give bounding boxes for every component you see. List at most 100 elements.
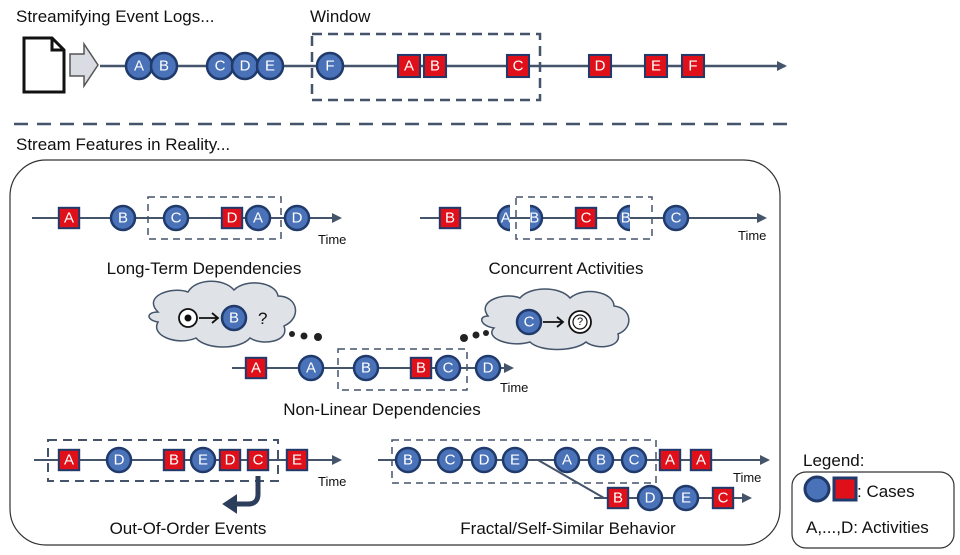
concurrent-event-2: A <box>496 204 511 232</box>
main-event-8-label: B <box>430 58 440 75</box>
non-linear-window <box>337 348 468 391</box>
out-of-order-event-5-label: D <box>225 452 236 469</box>
fractal-caption: Fractal/Self-Similar Behavior <box>460 519 676 538</box>
main-event-10: D <box>587 53 613 79</box>
fractal-top-event-2-label: C <box>445 452 456 469</box>
main-event-6-label: F <box>325 58 334 75</box>
fractal-branch-event-4: C <box>711 486 735 510</box>
fractal-top-event-9: A <box>689 448 713 472</box>
legend-circle-icon <box>803 475 831 503</box>
main-event-1: A <box>124 51 154 81</box>
fractal-branch-event-2: D <box>636 484 664 512</box>
cloud-right-event-label: C <box>524 314 535 331</box>
non-linear-event-3-label: B <box>361 360 371 377</box>
fractal-top-event-4: E <box>501 446 529 474</box>
window-label: Window <box>310 7 371 26</box>
stream-arrow-icon <box>69 41 99 89</box>
cloud-left-event: B <box>220 304 248 332</box>
long-term-event-5-label: A <box>253 210 263 227</box>
fractal-top-event-1: B <box>394 446 422 474</box>
fractal-branch-event-1: B <box>606 486 630 510</box>
main-event-11: E <box>643 53 669 79</box>
concurrent-caption: Concurrent Activities <box>489 259 644 278</box>
main-event-2: B <box>149 51 179 81</box>
non-linear-event-6: D <box>474 354 502 382</box>
legend-square-icon <box>832 476 858 502</box>
concurrent-window <box>515 196 653 240</box>
main-event-5: E <box>255 51 285 81</box>
main-event-3: C <box>205 51 235 81</box>
concurrent-event-4: C <box>574 206 598 230</box>
main-event-1-label: A <box>134 58 144 75</box>
reorder-arrow-icon <box>232 476 261 507</box>
legend-cases-label: : Cases <box>857 482 915 501</box>
long-term-time-label: Time <box>318 232 346 247</box>
concurrent-event-1: B <box>438 206 462 230</box>
main-event-12-label: F <box>688 58 697 75</box>
main-event-3-label: C <box>215 58 226 75</box>
long-term-event-4-label: D <box>227 210 238 227</box>
concurrent-event-3: B <box>529 204 544 232</box>
fractal-branch-event-4-label: C <box>718 490 729 507</box>
main-event-9: C <box>505 53 531 79</box>
out-of-order-event-5: D <box>218 448 242 472</box>
out-of-order-event-6: C <box>246 448 270 472</box>
fractal-top-event-8-label: A <box>665 452 675 469</box>
fractal-top-event-4-label: E <box>510 452 520 469</box>
non-linear-event-5-label: C <box>443 360 454 377</box>
out-of-order-event-3-label: B <box>169 452 179 469</box>
long-term-event-2: B <box>109 204 137 232</box>
legend-box <box>791 471 955 549</box>
main-event-6: F <box>315 51 345 81</box>
concurrent-event-2-label: A <box>501 210 511 227</box>
long-term-window <box>147 196 282 240</box>
main-event-11-label: E <box>651 58 661 75</box>
concurrent-event-5-label: B <box>621 210 631 227</box>
fractal-time-label: Time <box>733 470 761 485</box>
non-linear-event-4: B <box>409 356 433 380</box>
main-event-2-label: B <box>159 58 169 75</box>
out-of-order-event-7-label: E <box>292 452 302 469</box>
concurrent-event-3-label: B <box>529 210 539 227</box>
cloud-left-question: ? <box>258 309 267 328</box>
cloud-left-event-label: B <box>229 310 239 327</box>
out-of-order-time-label: Time <box>318 474 346 489</box>
concurrent-event-6: C <box>662 204 690 232</box>
non-linear-event-1-label: A <box>251 360 261 377</box>
document-icon <box>22 36 66 94</box>
cloud-left-arrow-icon <box>199 312 220 324</box>
long-term-caption: Long-Term Dependencies <box>107 259 302 278</box>
out-of-order-event-4-label: E <box>198 452 208 469</box>
long-term-event-6-label: D <box>292 210 303 227</box>
fractal-branch-event-1-label: B <box>613 490 623 507</box>
fractal-window <box>391 439 657 484</box>
fractal-top-event-5-label: A <box>562 452 572 469</box>
out-of-order-event-1-label: A <box>64 452 74 469</box>
cloud-right-arrow-icon <box>543 316 565 328</box>
fractal-top-event-5: A <box>553 446 581 474</box>
legend-activities-label: A,...,D: Activities <box>806 518 929 537</box>
fractal-branch-link <box>537 459 605 499</box>
cloud-right-question: ? <box>577 316 583 328</box>
fractal-branch-event-3: E <box>672 484 700 512</box>
out-of-order-caption: Out-Of-Order Events <box>110 519 267 538</box>
long-term-event-3-label: C <box>171 210 182 227</box>
fractal-top-event-7: C <box>620 446 648 474</box>
fractal-top-event-3-label: D <box>479 452 490 469</box>
fractal-top-event-9-label: A <box>696 452 706 469</box>
fractal-top-event-2: C <box>436 446 464 474</box>
long-term-event-2-label: B <box>118 210 128 227</box>
long-term-event-1: A <box>57 206 81 230</box>
main-event-9-label: C <box>513 58 524 75</box>
non-linear-event-1: A <box>244 356 268 380</box>
concurrent-event-1-label: B <box>445 210 455 227</box>
out-of-order-event-4: E <box>189 446 217 474</box>
out-of-order-event-6-label: C <box>253 452 264 469</box>
non-linear-event-6-label: D <box>483 360 494 377</box>
